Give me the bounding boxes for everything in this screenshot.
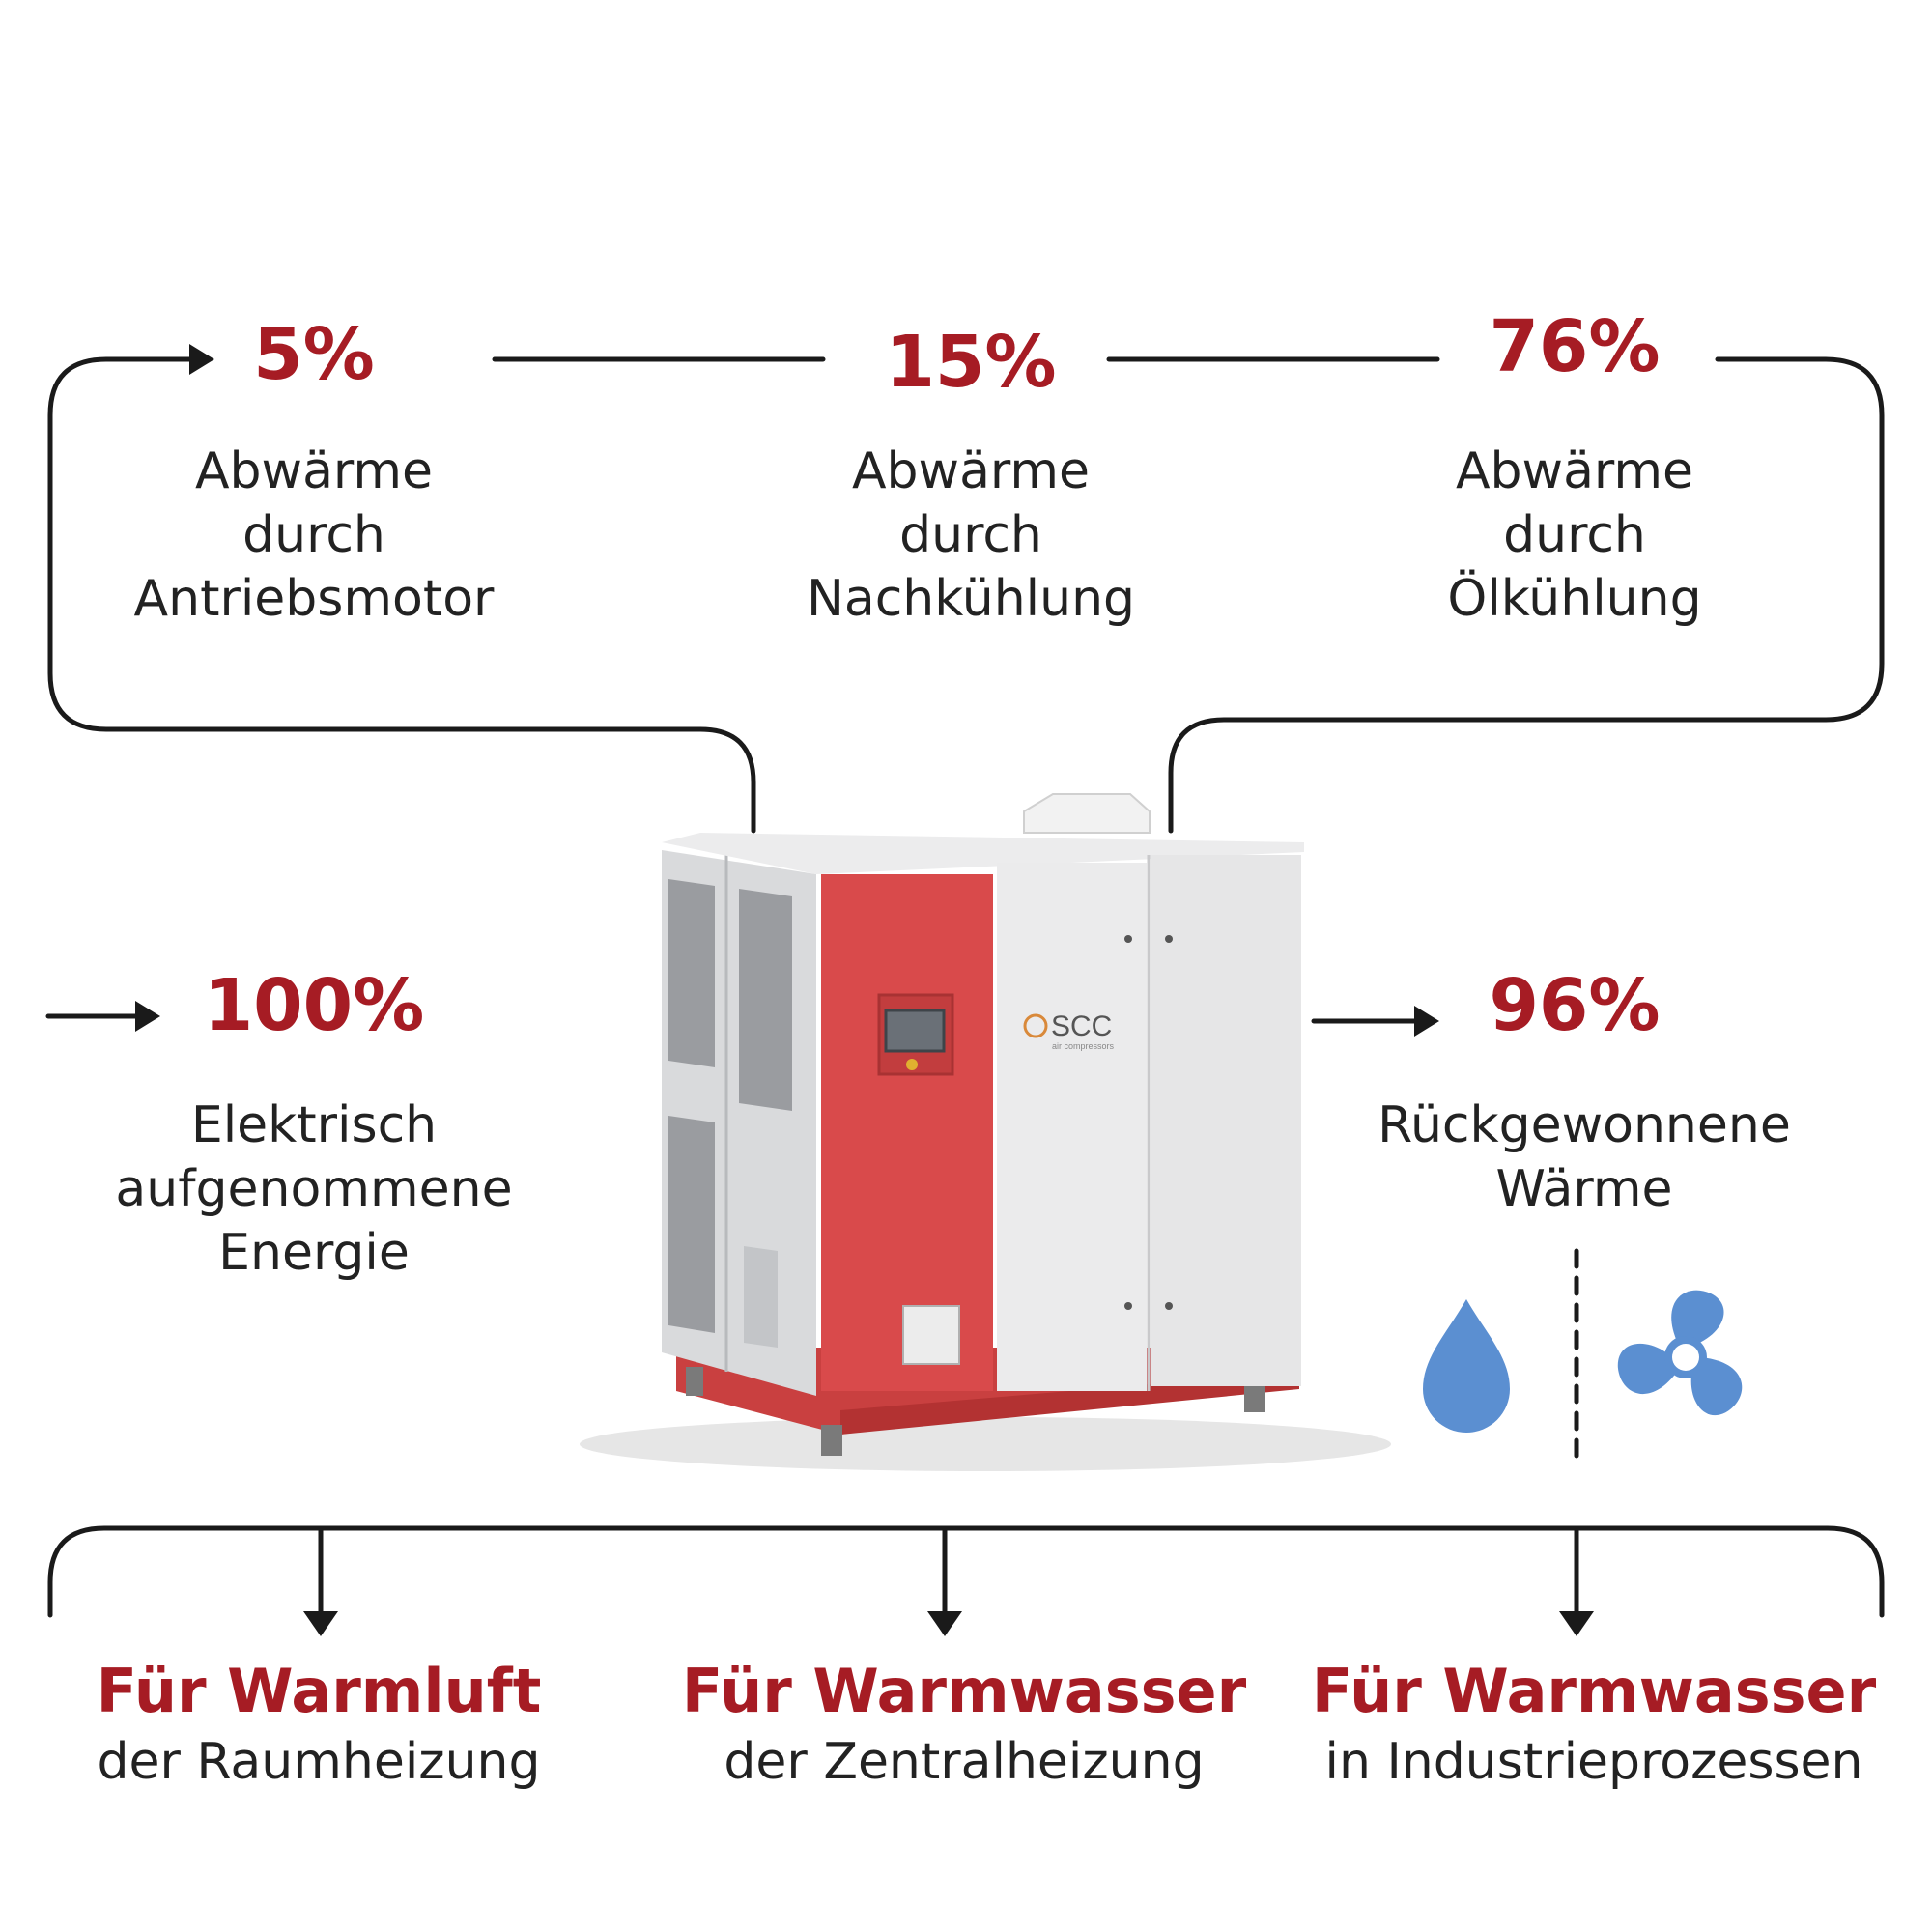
logo-mark [1023, 1013, 1048, 1038]
water-drop-icon [1423, 1299, 1510, 1433]
fan-icon [1617, 1290, 1743, 1416]
machine-red-door [821, 874, 993, 1391]
machine-vent [902, 1305, 960, 1365]
machine-screen [884, 1009, 946, 1053]
use-industrial-process: Für Warmwasser in Industrieprozessen [1311, 1656, 1877, 1791]
use-warm-air: Für Warmluft der Raumheizung [96, 1656, 542, 1791]
emergency-button [906, 1059, 918, 1070]
recovered-percent: 96% [1489, 964, 1661, 1047]
use-central-heating: Für Warmwasser der Zentralheizung [681, 1656, 1247, 1791]
loop-right-line [1168, 356, 1885, 834]
machine-top [662, 833, 1304, 874]
machine-brand: SCC [1051, 1010, 1112, 1042]
machine-white-door-left [997, 863, 1147, 1391]
arrowhead-down-1 [303, 1611, 338, 1636]
machine-shadow [580, 1417, 1391, 1471]
output-percent-aftercooling: 15% [885, 321, 1057, 404]
loop-left-line [47, 356, 756, 834]
machine-tagline: air compressors [1052, 1041, 1115, 1051]
arrowhead-down-3 [1559, 1611, 1594, 1636]
arrowhead-down-2 [927, 1611, 962, 1636]
bottom-bracket [47, 1525, 1885, 1618]
arrowhead-input [135, 1001, 160, 1032]
output-percent-oilcooling: 76% [1489, 305, 1661, 388]
output-percent-motor: 5% [253, 313, 375, 396]
arrowhead-top [189, 344, 214, 375]
machine-white-door-right [1151, 855, 1301, 1386]
arrowhead-output [1414, 1006, 1439, 1037]
input-percent: 100% [203, 964, 425, 1047]
compressor-machine: SCC air compressors [580, 793, 1391, 1471]
